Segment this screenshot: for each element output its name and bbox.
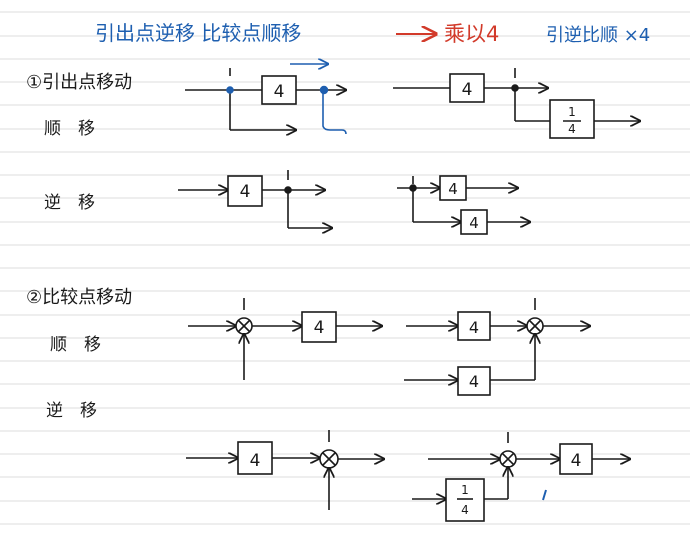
diagram-1c-pickoff-backward — [178, 170, 332, 228]
diagram-2d-summing-backward-result — [412, 432, 630, 522]
gain-block — [261, 75, 297, 105]
gain-block-label: 4 — [250, 451, 261, 471]
inverse-denominator: 4 — [568, 122, 576, 136]
gain-block-label: 4 — [448, 180, 458, 198]
section2-forward-label: 顺 移 — [50, 335, 101, 355]
inverse-gain-block — [549, 99, 595, 139]
pickoff-node — [319, 85, 329, 95]
gain-block-label: 4 — [469, 214, 479, 232]
diagram-1d-pickoff-backward-result — [397, 175, 530, 235]
gain-block-label: 4 — [469, 318, 479, 337]
header-title-right: 引逆比顺 ×4 — [546, 25, 650, 46]
inverse-numerator: 1 — [568, 105, 576, 119]
gain-block-label: 4 — [462, 80, 473, 100]
header-title-blue: 引出点逆移 比较点顺移 — [95, 21, 301, 45]
diagram-1a-blue-annotation — [290, 64, 347, 135]
header-arrow-text: 乘以4 — [444, 22, 499, 46]
diagram-2a-summing-forward — [188, 298, 382, 380]
gain-block-label: 4 — [274, 82, 285, 102]
inverse-numerator: 1 — [461, 483, 469, 497]
ruled-lines — [0, 11, 690, 525]
inverse-gain-block — [445, 478, 485, 522]
diagram-1b-pickoff-forward-result — [393, 68, 640, 139]
diagram-1a-pickoff-forward — [185, 68, 346, 130]
gain-block-label: 4 — [314, 318, 325, 338]
diagram-2c-summing-backward — [186, 430, 384, 510]
pickoff-node — [226, 86, 234, 94]
section2-backward-label: 逆 移 — [46, 401, 97, 421]
inverse-denominator: 4 — [461, 503, 469, 517]
gain-block-label: 4 — [571, 451, 582, 471]
section1-backward-label: 逆 移 — [44, 193, 95, 213]
gain-block-label: 4 — [240, 182, 251, 202]
section1-title: ①引出点移动 — [26, 72, 132, 93]
blue-tick-mark — [542, 489, 547, 501]
gain-block-label: 4 — [469, 372, 479, 391]
diagram-2b-summing-forward-result — [404, 298, 590, 396]
section2-title: ②比较点移动 — [26, 287, 132, 308]
section1-forward-label: 顺 移 — [44, 119, 95, 139]
